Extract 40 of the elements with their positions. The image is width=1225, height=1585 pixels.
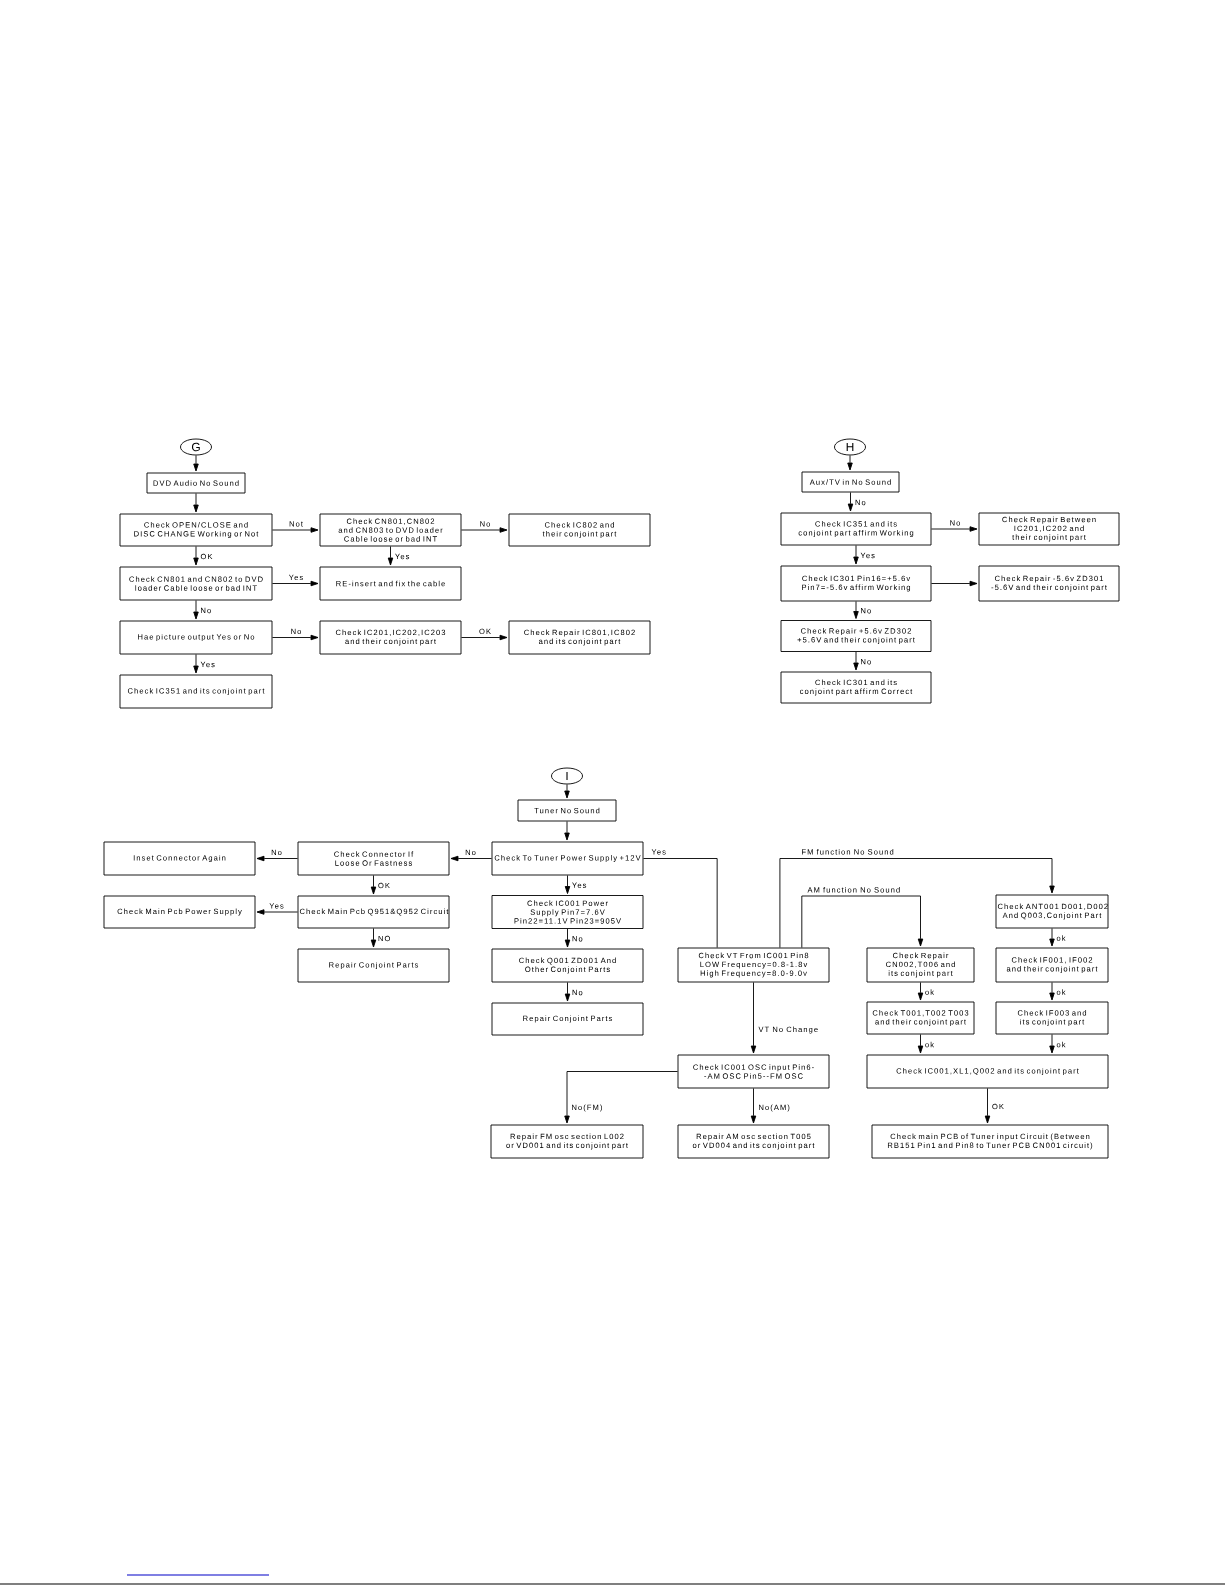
arrow	[450, 855, 492, 862]
arrow	[256, 855, 298, 862]
arrow	[847, 492, 854, 512]
arrow	[193, 600, 199, 620]
arrow	[193, 546, 199, 566]
arrow	[564, 1071, 678, 1124]
arrow	[193, 654, 199, 674]
arrow	[564, 875, 571, 894]
arrow	[387, 546, 394, 566]
arrow	[853, 545, 859, 565]
arrow	[750, 1088, 757, 1124]
arrow	[1049, 982, 1055, 1001]
arrow	[272, 580, 319, 587]
arrow	[370, 875, 377, 895]
arrow	[272, 634, 319, 641]
arrow	[370, 928, 377, 948]
arrow	[917, 1034, 924, 1054]
arrow	[564, 928, 571, 948]
arrow	[984, 1088, 991, 1124]
arrow	[779, 858, 1055, 948]
arrow	[272, 527, 319, 533]
arrow	[461, 634, 508, 641]
arrow	[931, 526, 978, 532]
arrow	[801, 895, 924, 948]
arrow	[1049, 928, 1055, 947]
arrow	[931, 580, 978, 587]
arrow	[750, 982, 757, 1054]
arrow	[193, 455, 199, 472]
arrow	[564, 784, 570, 799]
arrow	[193, 493, 199, 513]
arrow	[1049, 1034, 1055, 1054]
arrow	[564, 982, 571, 1002]
arrow	[256, 909, 298, 915]
arrow	[853, 651, 859, 671]
arrow	[917, 982, 924, 1001]
connector-line	[643, 858, 718, 948]
arrow	[564, 821, 570, 841]
arrow	[853, 601, 859, 619]
arrow	[847, 455, 853, 471]
arrow	[461, 527, 508, 533]
